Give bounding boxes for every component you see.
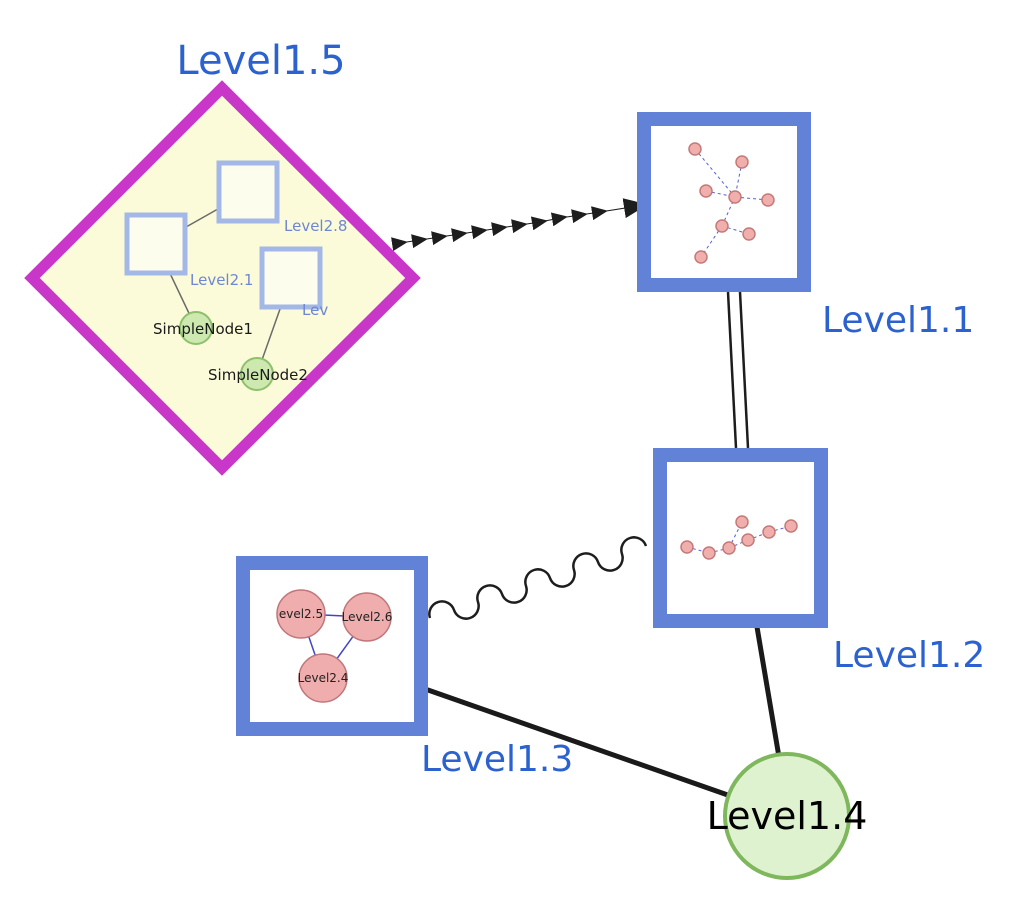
label-simplenode2: SimpleNode2 bbox=[208, 366, 308, 384]
mini-graph-node bbox=[784, 519, 798, 533]
mini-graph-node bbox=[728, 190, 742, 204]
label-level28: Level2.8 bbox=[284, 217, 347, 235]
label-level24: Level2.4 bbox=[298, 671, 349, 685]
node-level12-square[interactable] bbox=[653, 448, 828, 628]
label-simplenode1: SimpleNode1 bbox=[153, 320, 253, 338]
mini-graph-node bbox=[742, 227, 756, 241]
node-level11-group bbox=[637, 112, 811, 292]
node-lev-square[interactable] bbox=[259, 246, 323, 310]
node-simplenode2[interactable] bbox=[240, 357, 274, 391]
label-lev: Lev bbox=[302, 301, 328, 319]
node-level21-square[interactable] bbox=[124, 212, 188, 276]
mini-graph-node bbox=[762, 525, 776, 539]
mini-graph-node bbox=[688, 142, 702, 156]
node-level28-square[interactable] bbox=[216, 160, 280, 224]
node-level13-group: evel2.5 Level2.6 Level2.4 bbox=[236, 556, 428, 736]
node-level26-circle[interactable] bbox=[342, 592, 392, 642]
mini-graph-node bbox=[702, 546, 716, 560]
mini-graph-node bbox=[722, 541, 736, 555]
level12-mini-graph bbox=[680, 515, 798, 560]
label-level14: Level1.4 bbox=[707, 794, 868, 838]
mini-graph-node bbox=[694, 250, 708, 264]
mini-graph-node bbox=[680, 540, 694, 554]
edge-level13-level14[interactable] bbox=[425, 687, 745, 803]
node-level14-circle[interactable] bbox=[723, 752, 851, 880]
mini-graph-node bbox=[741, 533, 755, 547]
node-level12-group bbox=[653, 448, 828, 628]
label-level21: Level2.1 bbox=[190, 271, 253, 289]
node-level11-square[interactable] bbox=[637, 112, 811, 292]
label-level11: Level1.1 bbox=[822, 300, 974, 341]
edge-level13-level12-wavy[interactable] bbox=[428, 536, 648, 620]
mini-graph-node bbox=[699, 184, 713, 198]
node-level24-circle[interactable] bbox=[298, 653, 348, 703]
edge-level11-level12-double[interactable] bbox=[726, 291, 750, 449]
node-simplenode1[interactable] bbox=[179, 311, 213, 345]
node-level15-diamond[interactable] bbox=[24, 80, 421, 476]
double-edge-line-1[interactable] bbox=[726, 291, 738, 449]
node-level13-square[interactable] bbox=[236, 556, 428, 736]
label-level26: Level2.6 bbox=[342, 610, 393, 624]
label-level13: Level1.3 bbox=[421, 739, 573, 780]
node-level15-group: Level2.8 Level2.1 Lev SimpleNode1 Simple… bbox=[24, 80, 421, 476]
double-edge-line-2[interactable] bbox=[738, 291, 750, 449]
label-level15: Level1.5 bbox=[176, 38, 345, 84]
node-level25-circle[interactable] bbox=[276, 589, 326, 639]
edge-level15-level11-arrow-chain[interactable] bbox=[391, 198, 648, 252]
label-level25: evel2.5 bbox=[279, 607, 323, 621]
mini-graph-node bbox=[735, 155, 749, 169]
edge-level12-level14[interactable] bbox=[754, 624, 782, 760]
mini-graph-edge bbox=[721, 225, 750, 235]
level11-mini-graph bbox=[688, 142, 775, 264]
mini-graph-node bbox=[761, 193, 775, 207]
node-level14-group: Level1.4 bbox=[707, 752, 868, 880]
mini-graph-edge bbox=[694, 148, 736, 198]
mini-graph-node bbox=[735, 515, 749, 529]
label-level12: Level1.2 bbox=[833, 635, 985, 676]
mini-graph-node bbox=[715, 219, 729, 233]
